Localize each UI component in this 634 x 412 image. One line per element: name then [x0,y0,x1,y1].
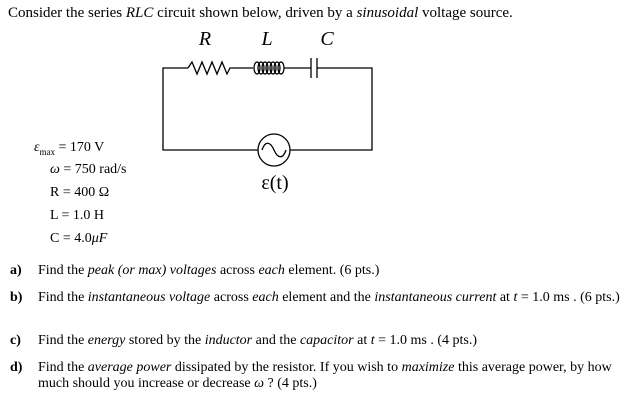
question-b-label: b) [10,290,23,305]
capacitance-unit: μF [91,231,108,246]
emf-subscript: max [39,147,56,157]
label-resistor: R [198,28,211,50]
rlc-circuit-diagram: R L C ε(t) [162,28,373,194]
capacitance-value: C = 4.0 [50,231,92,246]
resistor-symbol [187,60,253,76]
intro-text-3: circuit shown below, driven by a [153,5,357,21]
capacitor-symbol [310,58,318,78]
inductor-symbol [253,61,311,75]
question-c-label: c) [10,333,21,348]
label-source-emf: ε(t) [261,172,288,194]
intro-sentence: Consider the series RLC circuit shown be… [8,5,513,22]
circuit-wire-right [290,67,373,151]
question-c-text: Find the energy stored by the inductor a… [38,333,478,348]
question-d-label: d) [10,360,23,375]
omega-symbol: ω [50,162,60,177]
question-b-text: Find the instantaneous voltage across ea… [38,290,620,305]
intro-text-5: voltage source. [418,5,513,21]
question-d-text: Find the average power dissipated by the… [38,360,612,391]
emf-symbol: ε [34,140,40,155]
intro-text-sinusoidal: sinusoidal [356,5,419,21]
circuit-wire-left [162,67,258,151]
param-emf-max: εmax = 170 V [34,140,105,157]
param-resistance: R = 400 Ω [50,185,110,200]
intro-text-1: Consider the series [8,5,126,21]
param-omega: ω = 750 rad/s [50,162,127,178]
question-a-text: Find the peak (or max) voltages across e… [38,263,380,278]
emf-value: = 170 V [55,140,105,155]
question-a-label: a) [10,263,22,278]
label-capacitor: C [320,28,334,50]
param-capacitance: C = 4.0μF [50,231,107,247]
ac-source-symbol [257,133,291,167]
label-inductor: L [260,28,272,50]
param-inductance: L = 1.0 H [50,208,105,223]
intro-text-rlc: RLC [125,5,154,21]
omega-value: = 750 rad/s [59,162,127,177]
